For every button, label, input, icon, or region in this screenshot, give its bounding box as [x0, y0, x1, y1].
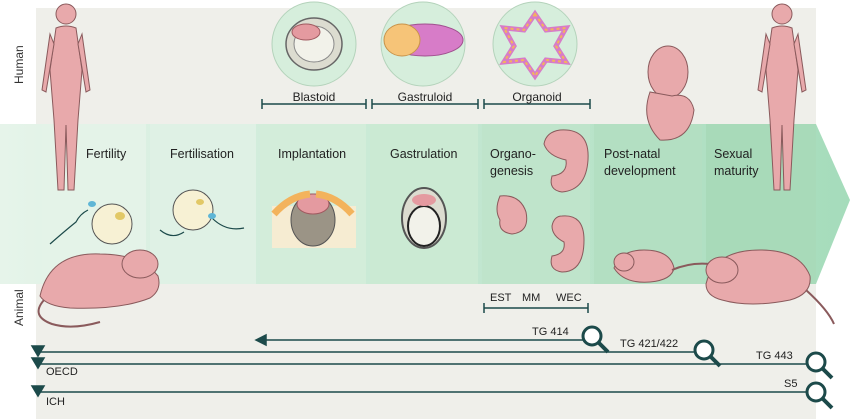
stage-label-organogenesis: Organo- genesis	[490, 147, 536, 178]
guideline-label-tg414: TG 414	[532, 326, 569, 338]
stage-label-maturity: Sexual maturity	[714, 147, 759, 178]
magnifier-icon-tg421	[693, 339, 722, 368]
blastoid-image	[271, 1, 357, 87]
egg-image-fertility	[49, 201, 133, 245]
organoid-image	[492, 1, 578, 87]
human-icon-left	[41, 3, 91, 191]
magnifier-icon-s5	[805, 381, 834, 410]
blastoid-label: Blastoid	[292, 90, 336, 104]
assay-label-wec: WEC	[556, 292, 582, 304]
organoid-brackets	[261, 99, 591, 109]
gastruloid-image	[380, 1, 466, 87]
stage-label-fertilisation: Fertilisation	[170, 147, 234, 161]
magnifier-icon-tg443	[805, 351, 834, 380]
embryo-images	[496, 129, 589, 273]
organoid-label: Organoid	[512, 90, 562, 104]
assay-label-mm: MM	[522, 292, 541, 304]
guideline-label-s5: S5	[784, 378, 798, 390]
guideline-lines	[30, 333, 816, 398]
guideline-label-tg443: TG 443	[756, 350, 793, 362]
rat-young	[613, 249, 711, 283]
gastrulation-image	[401, 187, 447, 249]
framework-label-oecd: OECD	[46, 366, 78, 378]
stage-label-implantation: Implantation	[278, 147, 347, 161]
magnifier-icon-tg414	[581, 325, 610, 354]
implantation-image	[271, 190, 356, 248]
human-side-label: Human	[12, 45, 26, 84]
rat-adult-left	[37, 249, 160, 328]
human-icon-right	[757, 3, 807, 191]
stage-label-postnatal: Post-natal development	[604, 147, 676, 178]
guideline-label-tg421: TG 421/422	[620, 338, 679, 350]
stage-label-gastrulation: Gastrulation	[390, 147, 458, 161]
egg-image-fertilisation	[159, 189, 245, 237]
fetus-image	[646, 45, 695, 141]
stage-label-fertility: Fertility	[86, 147, 127, 161]
gastruloid-label: Gastruloid	[397, 90, 453, 104]
framework-label-ich: ICH	[46, 396, 65, 408]
animal-side-label: Animal	[12, 289, 26, 326]
alt-assay-bracket	[483, 303, 589, 313]
rat-adult-right	[705, 249, 835, 325]
assay-label-est: EST	[490, 292, 512, 304]
